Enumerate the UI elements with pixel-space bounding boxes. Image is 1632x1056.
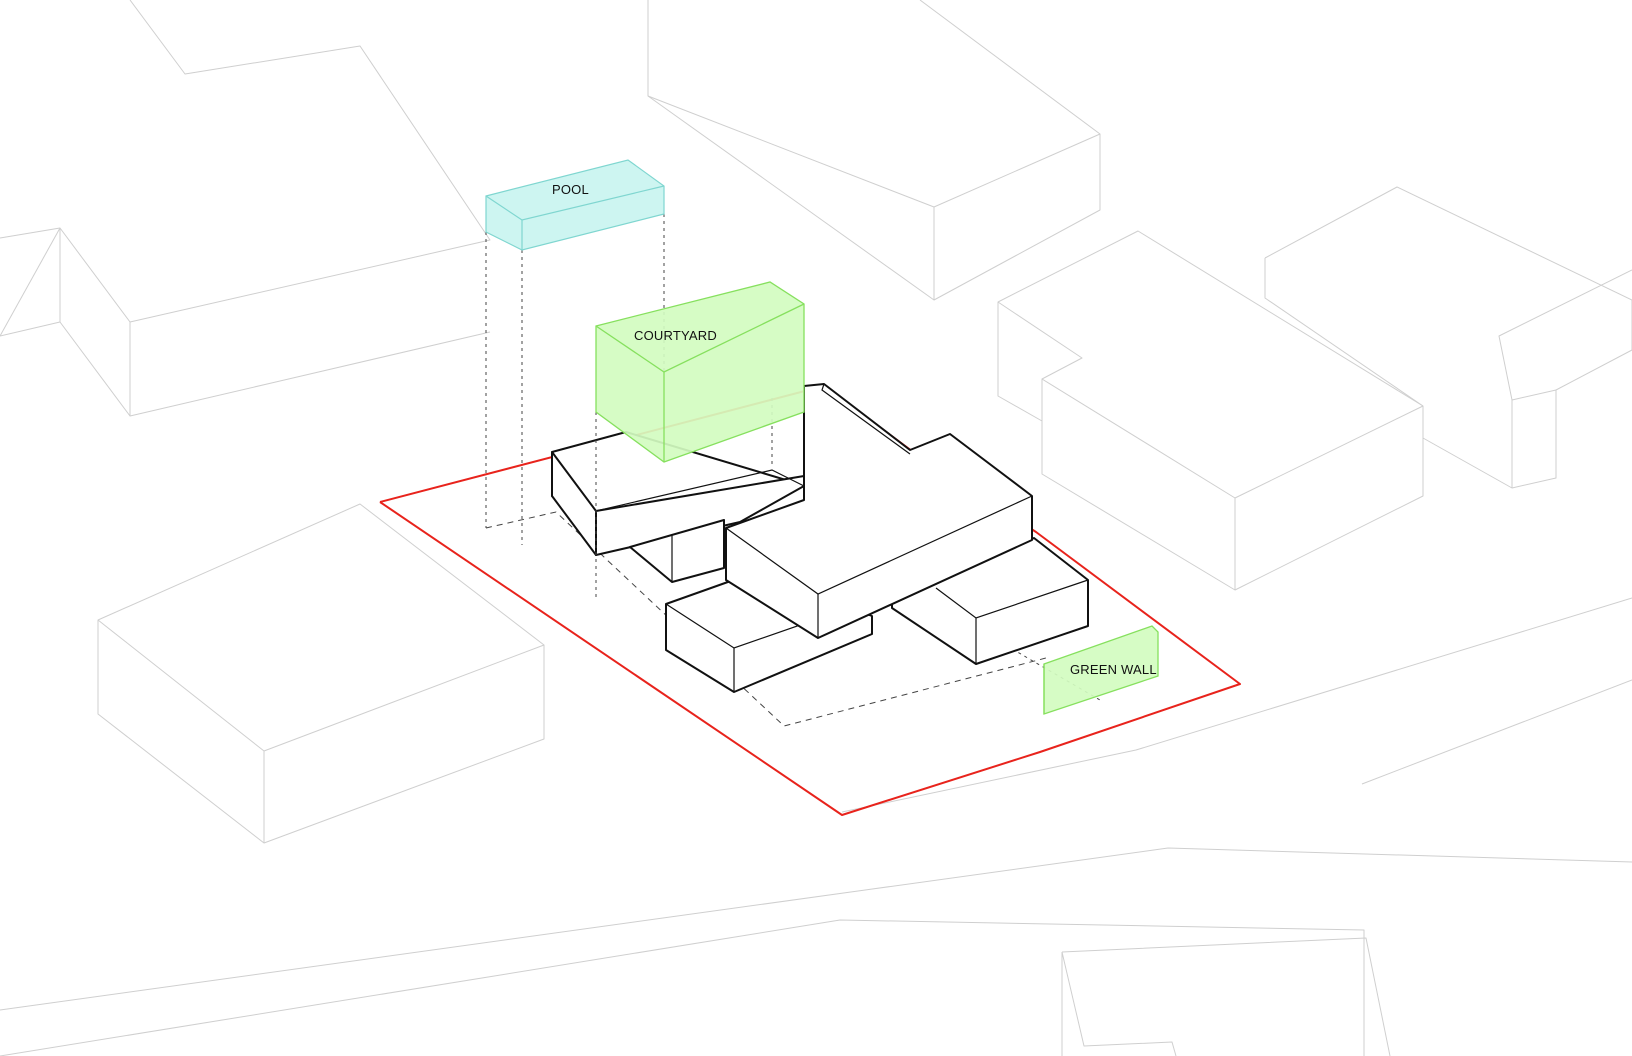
- green-wall: GREEN WALL: [1043, 625, 1159, 715]
- building-masses: [551, 383, 1089, 693]
- street-line: [1361, 679, 1632, 785]
- ground-footprint: [485, 511, 1047, 727]
- street-line: [841, 597, 1632, 813]
- courtyard-volume: COURTYARD: [595, 281, 805, 463]
- context-building-far-right: [1264, 186, 1632, 489]
- street-line: [0, 919, 1365, 1056]
- courtyard-label: COURTYARD: [634, 328, 717, 343]
- pool-volume: POOL: [485, 159, 665, 251]
- mass-infill: [629, 519, 725, 583]
- context-building-right: [997, 230, 1424, 591]
- mass-main-upper: [725, 383, 1033, 639]
- mass-right-lower: [891, 537, 1089, 665]
- street-line: [0, 847, 1632, 1011]
- context-building-top-center: [647, 0, 1101, 301]
- pool-label: POOL: [552, 182, 589, 197]
- context-building-bottom: [1061, 937, 1391, 1056]
- context-building-left: [97, 503, 545, 844]
- green-wall-label: GREEN WALL: [1070, 662, 1157, 677]
- context-building-top-left: [0, 0, 491, 323]
